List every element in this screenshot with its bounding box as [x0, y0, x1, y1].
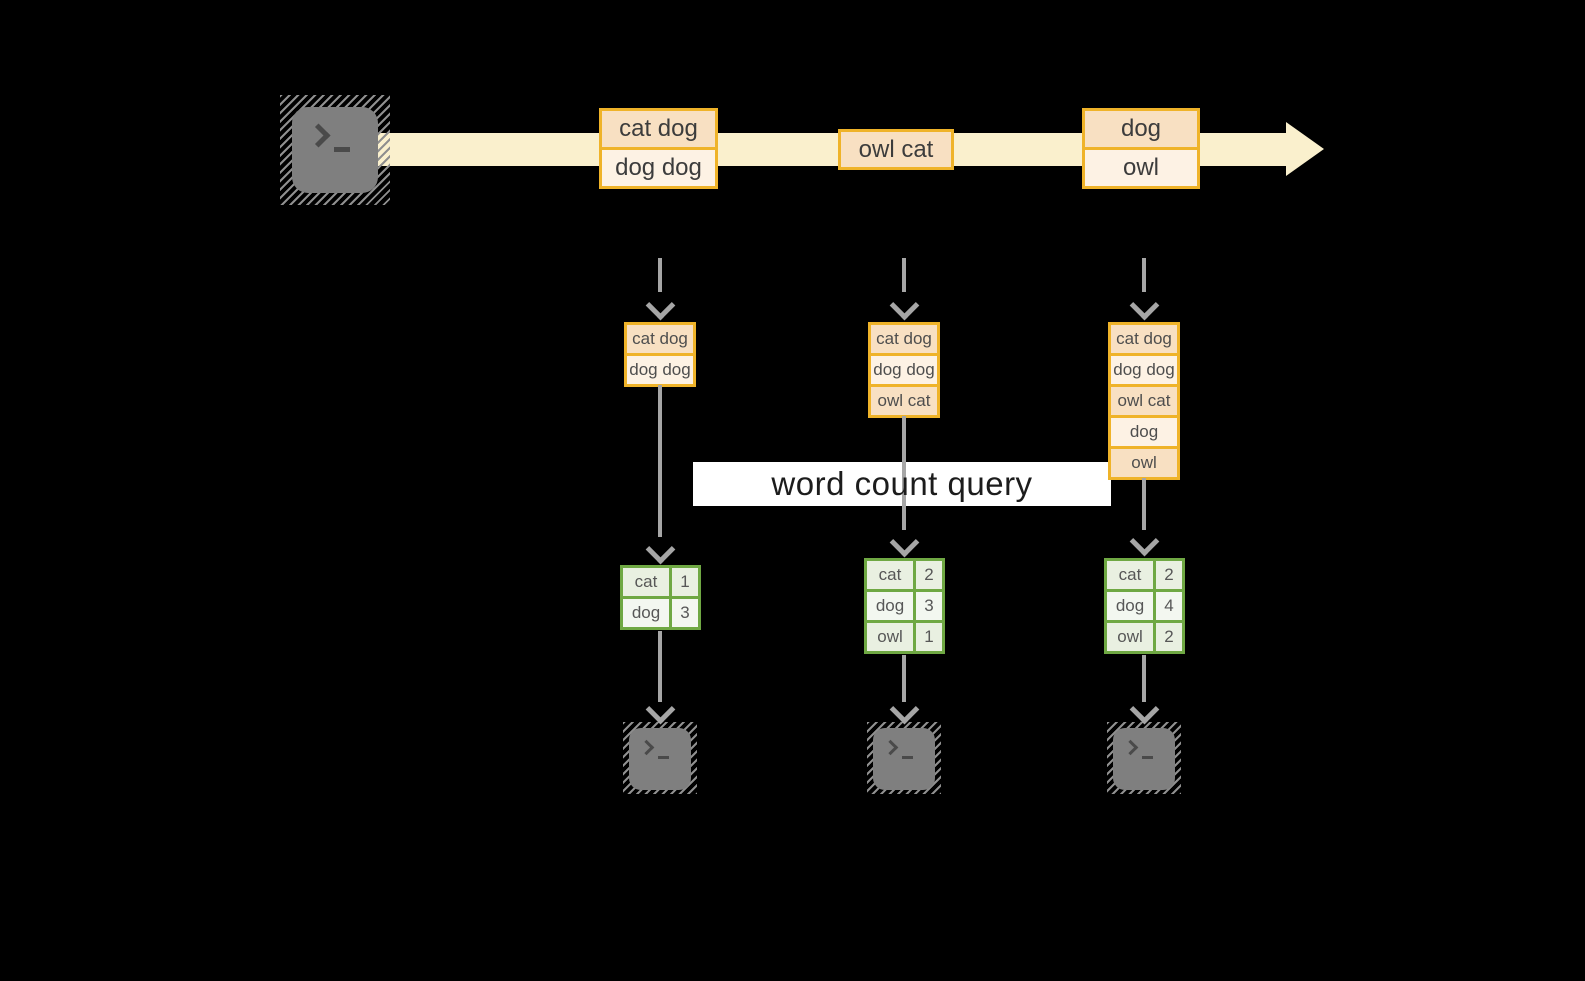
arrow-down-icon — [1129, 694, 1160, 725]
terminal-icon — [873, 728, 935, 790]
batch-cell: owl cat — [841, 132, 951, 167]
stack-cell: cat dog — [1111, 325, 1177, 353]
stream-batch-1: cat dog dog dog — [599, 108, 718, 189]
table-row: owl 1 — [867, 620, 942, 651]
terminal-icon — [629, 728, 691, 790]
arrow-line — [1142, 655, 1146, 702]
stream-batch-3: dog owl — [1082, 108, 1200, 189]
dashed-arrow-line — [902, 258, 906, 292]
arrow-down-icon — [1129, 290, 1160, 321]
dashed-arrow-line — [1142, 258, 1146, 292]
count-table-3: cat 2 dog 4 owl 2 — [1104, 558, 1185, 654]
terminal-prompt-underscore-icon — [902, 756, 913, 759]
count-table-1: cat 1 dog 3 — [620, 565, 701, 630]
terminal-prompt-chevron-icon — [306, 123, 331, 148]
table-row: dog 4 — [1107, 589, 1182, 620]
batch-cell: owl — [1085, 147, 1197, 186]
word-cell: dog — [867, 592, 916, 620]
terminal-prompt-chevron-icon — [638, 739, 655, 756]
batch-cell: cat dog — [602, 111, 715, 147]
stack-cell: owl — [1111, 446, 1177, 477]
stack-cell: cat dog — [871, 325, 937, 353]
word-cell: owl — [867, 623, 916, 651]
count-cell: 2 — [1156, 623, 1182, 651]
count-cell: 2 — [916, 561, 942, 589]
table-row: dog 3 — [623, 596, 698, 627]
arrow-line — [658, 385, 662, 537]
arrow-down-icon — [889, 694, 920, 725]
count-cell: 1 — [672, 568, 698, 596]
dashed-arrow-line — [658, 258, 662, 292]
arrow-down-icon — [889, 290, 920, 321]
stream-arrowhead-icon — [1286, 122, 1324, 176]
terminal-prompt-underscore-icon — [658, 756, 669, 759]
terminal-icon — [1113, 728, 1175, 790]
arrow-line — [902, 416, 906, 530]
terminal-icon — [292, 107, 378, 193]
terminal-prompt-underscore-icon — [1142, 756, 1153, 759]
word-cell: cat — [623, 568, 672, 596]
stack-cell: dog dog — [1111, 353, 1177, 384]
stack-cell: dog — [1111, 415, 1177, 446]
input-stack-3: cat dog dog dog owl cat dog owl — [1108, 322, 1180, 480]
count-cell: 4 — [1156, 592, 1182, 620]
word-cell: owl — [1107, 623, 1156, 651]
table-row: dog 3 — [867, 589, 942, 620]
terminal-prompt-chevron-icon — [1122, 739, 1139, 756]
count-cell: 3 — [672, 599, 698, 627]
word-cell: cat — [867, 561, 916, 589]
table-row: cat 2 — [1107, 561, 1182, 589]
table-row: cat 1 — [623, 568, 698, 596]
batch-cell: dog dog — [602, 147, 715, 186]
stack-cell: dog dog — [871, 353, 937, 384]
arrow-line — [1142, 478, 1146, 530]
terminal-prompt-chevron-icon — [882, 739, 899, 756]
arrow-down-icon — [889, 527, 920, 558]
batch-cell: dog — [1085, 111, 1197, 147]
count-cell: 1 — [916, 623, 942, 651]
query-label: word count query — [771, 465, 1033, 502]
count-table-2: cat 2 dog 3 owl 1 — [864, 558, 945, 654]
stack-cell: dog dog — [627, 353, 693, 384]
arrow-down-icon — [1129, 526, 1160, 557]
table-row: owl 2 — [1107, 620, 1182, 651]
arrow-line — [902, 655, 906, 702]
input-stack-2: cat dog dog dog owl cat — [868, 322, 940, 418]
terminal-prompt-underscore-icon — [334, 147, 350, 152]
count-cell: 2 — [1156, 561, 1182, 589]
count-cell: 3 — [916, 592, 942, 620]
stack-cell: owl cat — [871, 384, 937, 415]
input-stack-1: cat dog dog dog — [624, 322, 696, 387]
word-cell: cat — [1107, 561, 1156, 589]
word-cell: dog — [623, 599, 672, 627]
arrow-down-icon — [645, 534, 676, 565]
word-cell: dog — [1107, 592, 1156, 620]
table-row: cat 2 — [867, 561, 942, 589]
stream-batch-2: owl cat — [838, 129, 954, 170]
arrow-down-icon — [645, 290, 676, 321]
stack-cell: owl cat — [1111, 384, 1177, 415]
arrow-line — [658, 631, 662, 702]
stack-cell: cat dog — [627, 325, 693, 353]
arrow-down-icon — [645, 694, 676, 725]
